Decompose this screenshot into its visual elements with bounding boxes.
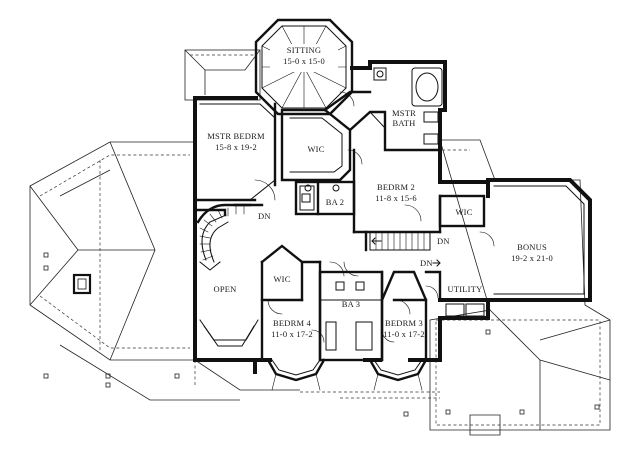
label-bedrm2: BEDRM 2	[377, 182, 415, 192]
dims-bedrm3: 11-0 x 17-2	[383, 329, 425, 339]
label-mstr-bath-line1: MSTR	[392, 108, 416, 118]
label-utility: UTILITY	[448, 284, 483, 294]
dims-bedrm4: 11-0 x 17-2	[271, 329, 313, 339]
dims-bonus: 19-2 x 21-0	[511, 253, 553, 263]
interior-walls	[193, 90, 486, 362]
stair-dn-hall: DN	[437, 236, 450, 246]
bay-window-bedrm3	[368, 358, 428, 391]
label-bedrm3: BEDRM 3	[385, 318, 423, 328]
open-railing	[199, 261, 263, 347]
label-mstr-bedrm: MSTR BEDRM	[207, 131, 265, 141]
stair-dn-main: DN	[258, 211, 271, 221]
label-sitting: SITTING	[287, 45, 321, 55]
dims-bedrm2: 11-8 x 15-6	[375, 193, 417, 203]
label-wic-master: WIC	[307, 144, 324, 154]
dims-mstr-bedrm: 15-8 x 19-2	[215, 142, 257, 152]
roof-lines	[29, 49, 611, 436]
doors	[254, 91, 495, 343]
label-wic-bedrm2: WIC	[455, 207, 472, 217]
room-labels: SITTING 15-0 x 15-0 MSTR BEDRM 15-8 x 19…	[207, 45, 553, 339]
bay-window-bedrm4	[266, 358, 326, 391]
master-bath-fixtures	[301, 67, 443, 203]
label-mstr-bath-line2: BATH	[393, 118, 416, 128]
stair-arrows	[371, 237, 441, 267]
stair-dn-bonus: DN	[420, 258, 433, 268]
label-wic-bedrm4: WIC	[273, 274, 290, 284]
label-ba3: BA 3	[342, 299, 361, 309]
label-open: OPEN	[214, 284, 237, 294]
label-ba2: BA 2	[326, 197, 345, 207]
label-bedrm4: BEDRM 4	[273, 318, 312, 328]
label-bonus: BONUS	[517, 242, 547, 252]
dims-sitting: 15-0 x 15-0	[283, 56, 325, 66]
stairs-main	[196, 203, 252, 271]
